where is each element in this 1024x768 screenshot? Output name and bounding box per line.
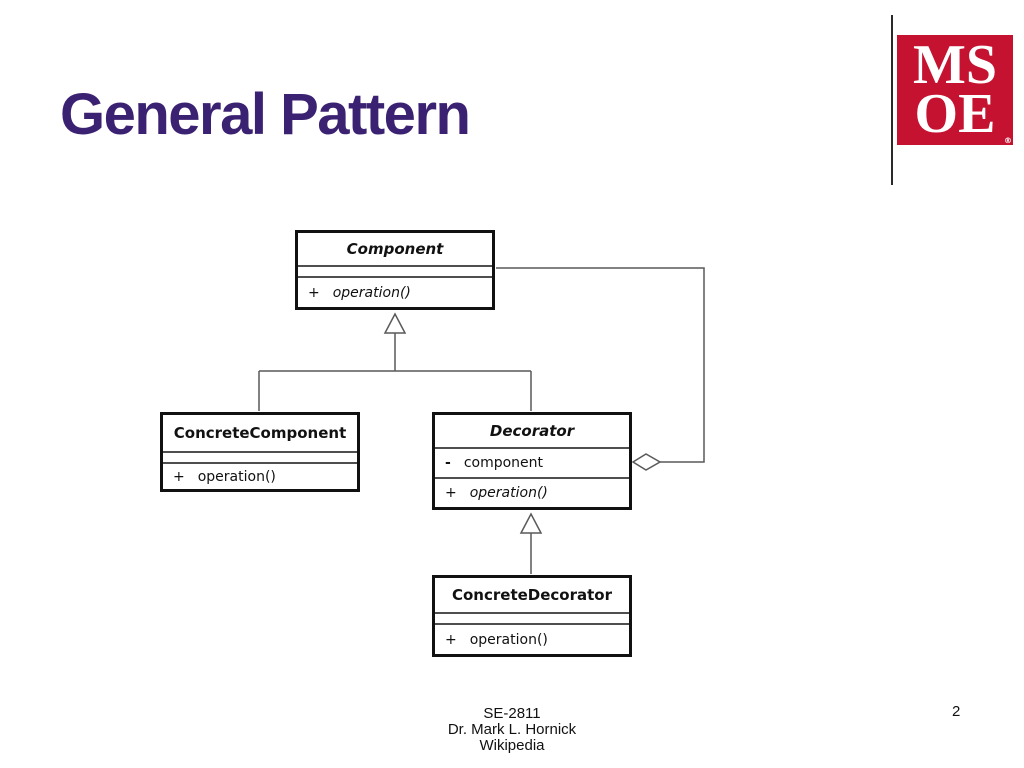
visibility-symbol: + — [445, 631, 457, 648]
uml-attributes-compartment — [435, 612, 629, 623]
method-name: operation() — [469, 485, 548, 501]
uml-class-decorator: Decorator - component + operation() — [432, 412, 632, 510]
page-number: 2 — [952, 703, 961, 720]
method-name: operation() — [197, 468, 276, 485]
method-name: operation() — [469, 631, 548, 648]
method-name: operation() — [332, 284, 411, 301]
msoe-logo: MS OE ® — [897, 35, 1013, 145]
uml-attribute-row: - component — [435, 447, 629, 477]
attribute-name: component — [463, 455, 544, 471]
vertical-divider — [891, 15, 893, 185]
footer-author: Dr. Mark L. Hornick — [447, 721, 577, 738]
uml-class-concretecomponent: ConcreteComponent + operation() — [160, 412, 360, 492]
uml-class-name: ConcreteDecorator — [451, 586, 612, 604]
footer-source: Wikipedia — [479, 737, 545, 754]
page-title: General Pattern — [60, 82, 471, 147]
uml-class-name: ConcreteComponent — [173, 424, 347, 442]
slide-footer: SE-2811 Dr. Mark L. Hornick Wikipedia — [0, 706, 1024, 754]
inheritance-triangle-icon-decorator — [519, 512, 543, 534]
uml-class-component: Component + operation() — [295, 230, 495, 310]
visibility-symbol: + — [173, 468, 185, 485]
visibility-symbol: + — [445, 485, 457, 501]
uml-attributes-compartment — [163, 451, 357, 462]
aggregation-diamond-icon — [631, 453, 662, 471]
logo-text-top: MS — [913, 33, 997, 96]
uml-method-row: + operation() — [435, 477, 629, 507]
logo-text-bottom: OE — [914, 83, 996, 145]
uml-class-name: Decorator — [489, 422, 575, 440]
registered-trademark-icon: ® — [1004, 136, 1012, 145]
uml-class-name: Component — [346, 240, 444, 258]
visibility-symbol: - — [445, 455, 451, 471]
visibility-symbol: + — [308, 284, 320, 301]
inheritance-triangle-icon-component — [383, 312, 407, 334]
uml-class-concretedecorator: ConcreteDecorator + operation() — [432, 575, 632, 657]
uml-method-row: + operation() — [298, 276, 492, 307]
footer-course: SE-2811 — [483, 705, 541, 722]
uml-attributes-compartment — [298, 265, 492, 276]
uml-method-row: + operation() — [163, 462, 357, 489]
uml-method-row: + operation() — [435, 623, 629, 654]
